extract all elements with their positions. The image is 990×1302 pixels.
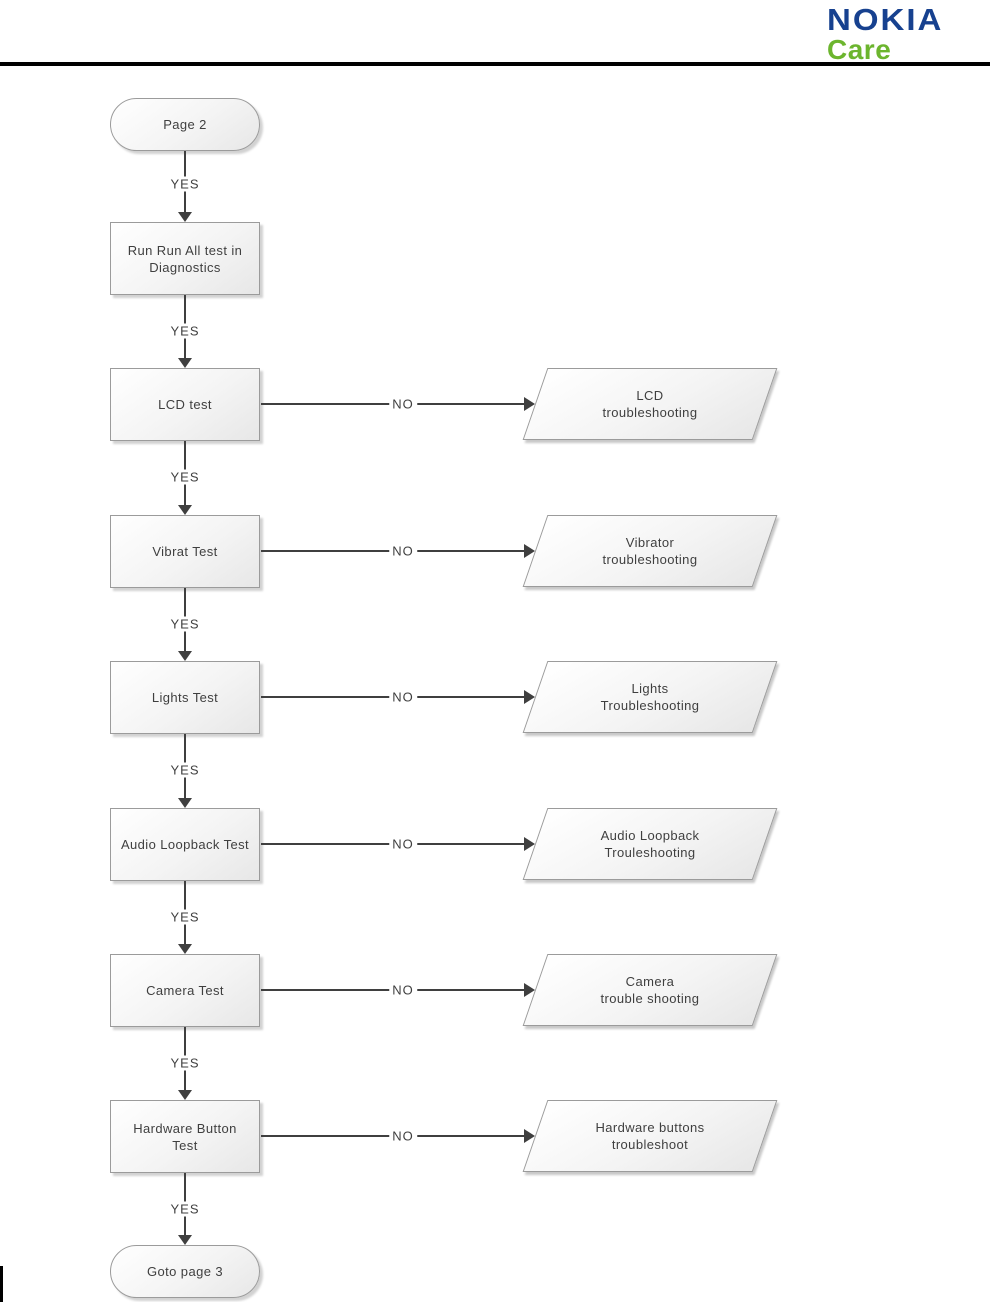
no-label: NO [389, 689, 417, 705]
output-lcd-troubleshooting: LCD troubleshooting [522, 368, 778, 440]
yes-label: YES [167, 176, 203, 192]
output-label: Audio Loopback Trouleshooting [536, 827, 764, 861]
yes-label: YES [167, 909, 203, 925]
end-node-label: Goto page 3 [147, 1264, 223, 1279]
output-label-line1: Lights [631, 681, 669, 696]
process-label: Lights Test [151, 690, 219, 705]
nokia-logo-text: NOKIA [827, 2, 944, 37]
arrow-down-icon [178, 798, 192, 808]
process-label: Hardware Button Test [133, 1120, 237, 1153]
process-lights-test: Lights Test [110, 661, 260, 734]
output-label-line1: Hardware buttons [595, 1120, 705, 1135]
start-node-label: Page 2 [163, 117, 207, 132]
arrow-right-icon [524, 1129, 535, 1143]
nokia-care-logo: NOKIA Care [827, 4, 977, 64]
care-logo-text: Care [827, 34, 892, 65]
process-label: Camera Test [146, 983, 224, 998]
output-label: Lights Troubleshooting [536, 680, 764, 714]
output-label-line2: trouble shooting [600, 991, 700, 1006]
start-node-page-2: Page 2 [110, 98, 260, 151]
no-label: NO [389, 543, 417, 559]
output-label-line1: Camera [625, 974, 675, 989]
arrow-down-icon [178, 505, 192, 515]
process-label: Vibrat Test [152, 544, 218, 559]
output-label-line2: troubleshooting [602, 552, 698, 567]
arrow-right-icon [524, 690, 535, 704]
output-label: Vibrator troubleshooting [536, 534, 764, 568]
output-audio-loopback-troubleshooting: Audio Loopback Trouleshooting [522, 808, 778, 880]
arrow-right-icon [524, 837, 535, 851]
header-divider [0, 62, 990, 66]
output-label-line2: troubleshooting [602, 405, 698, 420]
arrow-right-icon [524, 397, 535, 411]
output-label-line2: troubleshoot [611, 1137, 689, 1152]
arrow-down-icon [178, 944, 192, 954]
output-label-line1: Vibrator [625, 535, 675, 550]
arrow-right-icon [524, 983, 535, 997]
process-run-all-tests: Run Run All test in Diagnostics [110, 222, 260, 295]
output-hardware-buttons-troubleshoot: Hardware buttons troubleshoot [522, 1100, 778, 1172]
output-label-line1: LCD [636, 388, 664, 403]
process-hardware-button-test: Hardware Button Test [110, 1100, 260, 1173]
no-label: NO [389, 1128, 417, 1144]
process-camera-test: Camera Test [110, 954, 260, 1027]
no-label: NO [389, 836, 417, 852]
process-lcd-test: LCD test [110, 368, 260, 441]
yes-label: YES [167, 323, 203, 339]
output-lights-troubleshooting: Lights Troubleshooting [522, 661, 778, 733]
page-edge-mark [0, 1266, 3, 1302]
no-label: NO [389, 396, 417, 412]
arrow-down-icon [178, 651, 192, 661]
arrow-down-icon [178, 358, 192, 368]
yes-label: YES [167, 469, 203, 485]
process-label: Run Run All test in Diagnostics [127, 242, 243, 275]
output-label: Hardware buttons troubleshoot [536, 1119, 764, 1153]
yes-label: YES [167, 1201, 203, 1217]
process-vibrat-test: Vibrat Test [110, 515, 260, 588]
arrow-down-icon [178, 1235, 192, 1245]
output-label-line2: Trouleshooting [604, 845, 696, 860]
output-camera-troubleshooting: Camera trouble shooting [522, 954, 778, 1026]
process-audio-loopback-test: Audio Loopback Test [110, 808, 260, 881]
yes-label: YES [167, 762, 203, 778]
arrow-down-icon [178, 1090, 192, 1100]
arrow-right-icon [524, 544, 535, 558]
yes-label: YES [167, 1055, 203, 1071]
arrow-down-icon [178, 212, 192, 222]
output-vibrator-troubleshooting: Vibrator troubleshooting [522, 515, 778, 587]
output-label: Camera trouble shooting [536, 973, 764, 1007]
process-label: LCD test [158, 397, 212, 412]
output-label-line1: Audio Loopback [600, 828, 700, 843]
output-label-line2: Troubleshooting [600, 698, 700, 713]
end-node-goto-page-3: Goto page 3 [110, 1245, 260, 1298]
yes-label: YES [167, 616, 203, 632]
no-label: NO [389, 982, 417, 998]
process-label: Audio Loopback Test [120, 837, 250, 852]
output-label: LCD troubleshooting [536, 387, 764, 421]
